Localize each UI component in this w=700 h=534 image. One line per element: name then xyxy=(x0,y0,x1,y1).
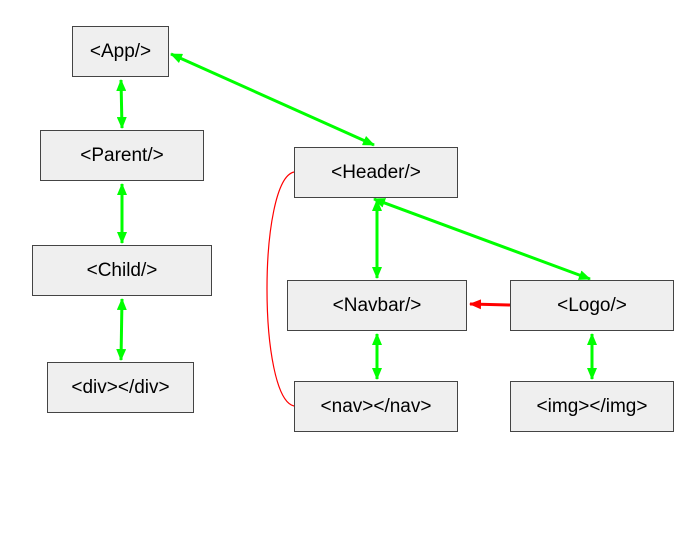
edge-app-parent xyxy=(116,79,127,129)
node-img: <img></img> xyxy=(510,381,674,432)
edge-app-header xyxy=(170,52,375,147)
node-div: <div></div> xyxy=(47,362,194,413)
edge-logo-navbar xyxy=(469,299,511,310)
node-nav: <nav></nav> xyxy=(294,381,458,432)
node-child: <Child/> xyxy=(32,245,212,296)
node-logo: <Logo/> xyxy=(510,280,674,331)
bracket-header-nav xyxy=(266,171,295,407)
node-header: <Header/> xyxy=(294,147,458,198)
edge-header-logo xyxy=(373,197,591,281)
node-navbar: <Navbar/> xyxy=(287,280,467,331)
node-app: <App/> xyxy=(72,26,169,77)
node-parent: <Parent/> xyxy=(40,130,204,181)
edge-child-div xyxy=(116,298,127,361)
